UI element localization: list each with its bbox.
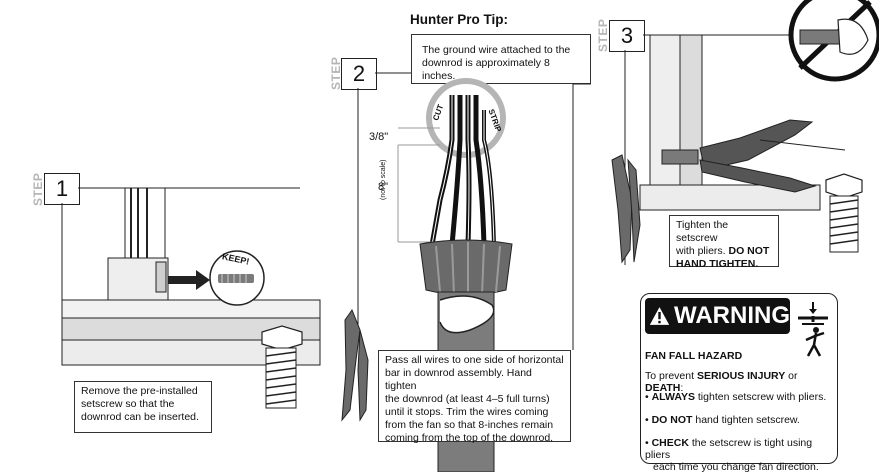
dimension-8: 8" xyxy=(378,181,389,193)
step-1-instruction: Remove the pre-installed setscrew so tha… xyxy=(74,381,212,433)
step-3-line-1: Tighten the setscrew xyxy=(676,219,729,244)
step-3-number: 3 xyxy=(609,20,645,52)
step-3-line-2: with pliers. DO NOT xyxy=(676,245,772,258)
warning-bullet-2: • DO NOT hand tighten setscrew. xyxy=(645,414,800,426)
step-1-line-2: setscrew so that the xyxy=(81,398,175,410)
bullet-3-text-2: each time you change fan direction. xyxy=(653,461,819,473)
step-3-line-3: HAND TIGHTEN. xyxy=(676,258,759,270)
fan-fall-hazard: FAN FALL HAZARD xyxy=(645,350,743,362)
step-2-line-6: coming from the top of the downrod. xyxy=(385,432,554,444)
step-1-number: 1 xyxy=(44,173,80,205)
pro-tip-box: The ground wire attached to the downrod … xyxy=(411,34,591,84)
step-1-line-3: downrod can be inserted. xyxy=(81,411,199,423)
step-2-line-3: the downrod (at least 4–5 full turns) xyxy=(385,393,550,405)
warning-bullet-3: • CHECK the setscrew is tight using plie… xyxy=(645,437,819,473)
dimension-3-8: 3/8" xyxy=(369,131,389,143)
step-3-do-not: DO NOT xyxy=(728,245,770,257)
not-to-scale-label: (not to scale) xyxy=(380,159,387,200)
bullet-3-bold: CHECK xyxy=(651,437,689,449)
step-3-illustration xyxy=(611,0,879,265)
falling-fan-icon xyxy=(798,302,828,357)
warning-header: WARNING xyxy=(645,298,790,334)
prevent-death: DEATH xyxy=(645,382,681,394)
bullet-1-bold: ALWAYS xyxy=(651,391,695,403)
bullet-2-bold: DO NOT xyxy=(651,414,693,426)
warning-bullet-1: • ALWAYS tighten setscrew with pliers. xyxy=(645,391,827,403)
step-2-line-2: bar in downrod assembly. Hand tighten xyxy=(385,367,532,392)
warning-prevent-line: To prevent SERIOUS INJURY or DEATH: xyxy=(645,370,837,394)
step-2-line-5: from the fan so that 8-inches remain xyxy=(385,419,554,431)
step-3-instruction: Tighten the setscrew with pliers. DO NOT… xyxy=(669,215,779,270)
step-2-illustration xyxy=(341,72,591,472)
prevent-prefix: To prevent xyxy=(645,370,697,382)
step-2-line-1: Pass all wires to one side of horizontal xyxy=(385,354,564,366)
prevent-serious-injury: SERIOUS INJURY xyxy=(696,370,786,382)
step-2-instruction: Pass all wires to one side of horizontal… xyxy=(378,350,571,444)
bullet-2-text: hand tighten setscrew. xyxy=(692,414,800,426)
warning-panel: WARNING FAN FALL HAZARD To prevent SERIO… xyxy=(640,293,838,473)
bullet-3-text: the setscrew is tight using pliers xyxy=(645,437,813,461)
pro-tip-title: Hunter Pro Tip: xyxy=(410,12,509,27)
prevent-mid: or xyxy=(785,370,798,382)
prevent-suffix: : xyxy=(680,382,684,394)
step-1-line-1: Remove the pre-installed xyxy=(81,385,198,397)
step-2-line-4: until it stops. Trim the wires coming xyxy=(385,406,549,418)
pro-tip-line-2: downrod is approximately 8 inches. xyxy=(422,57,550,82)
bullet-1-text: tighten setscrew with pliers. xyxy=(694,391,827,403)
pro-tip-line-1: The ground wire attached to the xyxy=(422,44,571,56)
step-3-line-2-text: with pliers. xyxy=(676,245,729,257)
step-1-illustration xyxy=(61,187,321,409)
warning-triangle-icon xyxy=(649,307,670,325)
step-2-number: 2 xyxy=(341,58,377,90)
warning-header-text: WARNING xyxy=(674,302,790,329)
